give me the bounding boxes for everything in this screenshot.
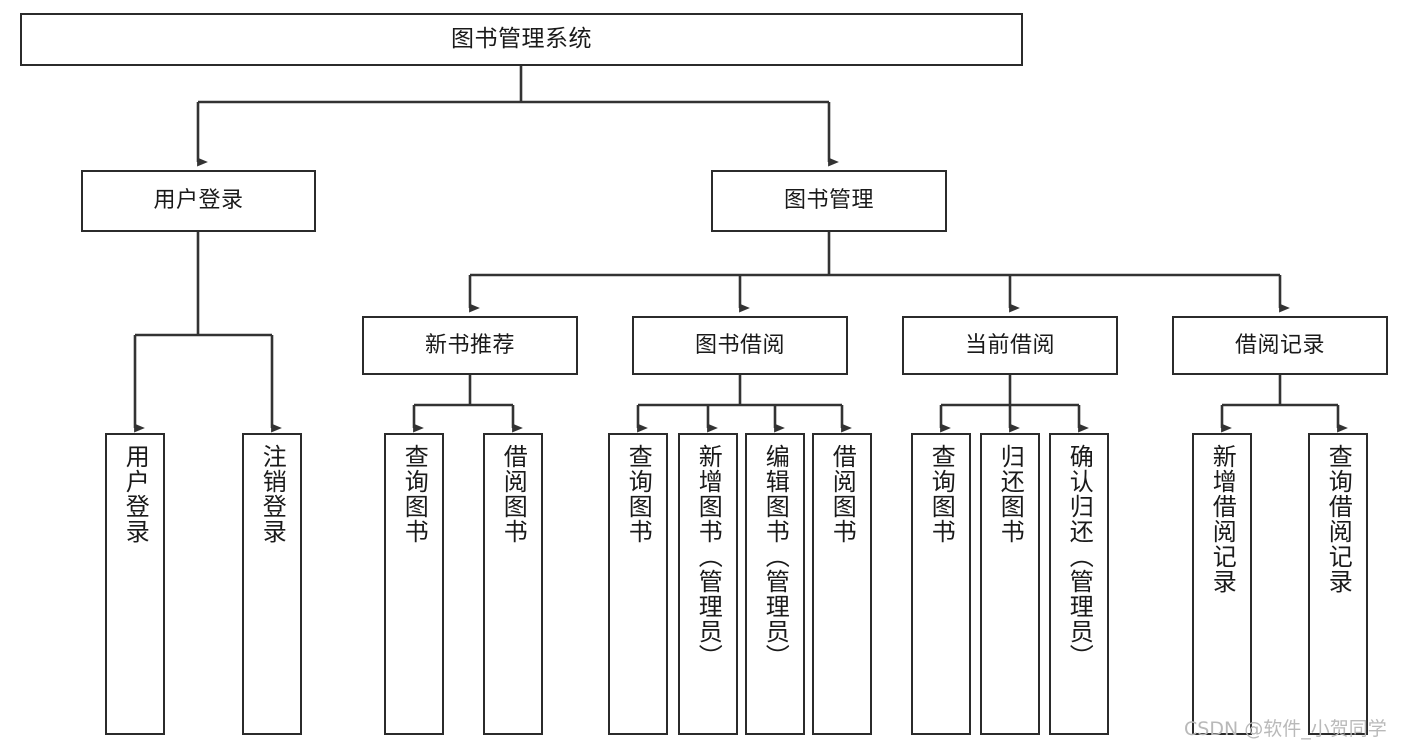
node-current-borrowing[interactable]: 当前借阅 bbox=[902, 316, 1118, 375]
leaf-node-edit-book-admin[interactable]: 编辑图书（管理员） bbox=[745, 433, 805, 735]
node-label: 查询图书 bbox=[927, 444, 956, 544]
node-book-management[interactable]: 图书管理 bbox=[711, 170, 947, 232]
node-borrowing-record[interactable]: 借阅记录 bbox=[1172, 316, 1388, 375]
node-label: 编辑图书（管理员） bbox=[761, 444, 790, 669]
leaf-node-query-book-recommend[interactable]: 查询图书 bbox=[384, 433, 444, 735]
node-label: 查询图书 bbox=[400, 444, 429, 544]
node-label: 归还图书 bbox=[996, 444, 1025, 544]
node-label: 借阅图书 bbox=[499, 444, 528, 544]
node-label: 新增图书（管理员） bbox=[694, 444, 723, 669]
node-label: 新书推荐 bbox=[424, 332, 515, 358]
node-label: 借阅图书 bbox=[828, 444, 857, 544]
node-label: 图书管理系统 bbox=[451, 26, 592, 53]
leaf-node-query-book-current[interactable]: 查询图书 bbox=[911, 433, 971, 735]
leaf-node-query-book-borrow[interactable]: 查询图书 bbox=[608, 433, 668, 735]
node-label: 用户登录 bbox=[121, 444, 150, 544]
csdn-watermark: CSDN @软件_小贺同学 bbox=[1184, 718, 1387, 740]
node-user-login[interactable]: 用户登录 bbox=[81, 170, 316, 232]
node-label: 图书借阅 bbox=[694, 332, 785, 358]
leaf-node-query-borrow-record[interactable]: 查询借阅记录 bbox=[1308, 433, 1368, 735]
leaf-node-add-borrow-record[interactable]: 新增借阅记录 bbox=[1192, 433, 1252, 735]
node-label: 用户登录 bbox=[153, 188, 244, 214]
node-new-book-recommendation[interactable]: 新书推荐 bbox=[362, 316, 578, 375]
leaf-node-logout[interactable]: 注销登录 bbox=[242, 433, 302, 735]
leaf-node-return-book[interactable]: 归还图书 bbox=[980, 433, 1040, 735]
leaf-node-user-login[interactable]: 用户登录 bbox=[105, 433, 165, 735]
node-label: 查询借阅记录 bbox=[1324, 444, 1353, 594]
leaf-node-confirm-return-admin[interactable]: 确认归还（管理员） bbox=[1049, 433, 1109, 735]
leaf-node-borrow-book[interactable]: 借阅图书 bbox=[812, 433, 872, 735]
node-label: 查询图书 bbox=[624, 444, 653, 544]
node-label: 当前借阅 bbox=[964, 332, 1055, 358]
node-root-book-management-system[interactable]: 图书管理系统 bbox=[20, 13, 1023, 66]
leaf-node-add-book-admin[interactable]: 新增图书（管理员） bbox=[678, 433, 738, 735]
node-book-borrowing[interactable]: 图书借阅 bbox=[632, 316, 848, 375]
node-label: 新增借阅记录 bbox=[1208, 444, 1237, 594]
node-label: 确认归还（管理员） bbox=[1065, 444, 1094, 669]
node-label: 借阅记录 bbox=[1234, 332, 1325, 358]
node-label: 注销登录 bbox=[258, 444, 287, 544]
leaf-node-borrow-book-recommend[interactable]: 借阅图书 bbox=[483, 433, 543, 735]
node-label: 图书管理 bbox=[783, 188, 874, 214]
